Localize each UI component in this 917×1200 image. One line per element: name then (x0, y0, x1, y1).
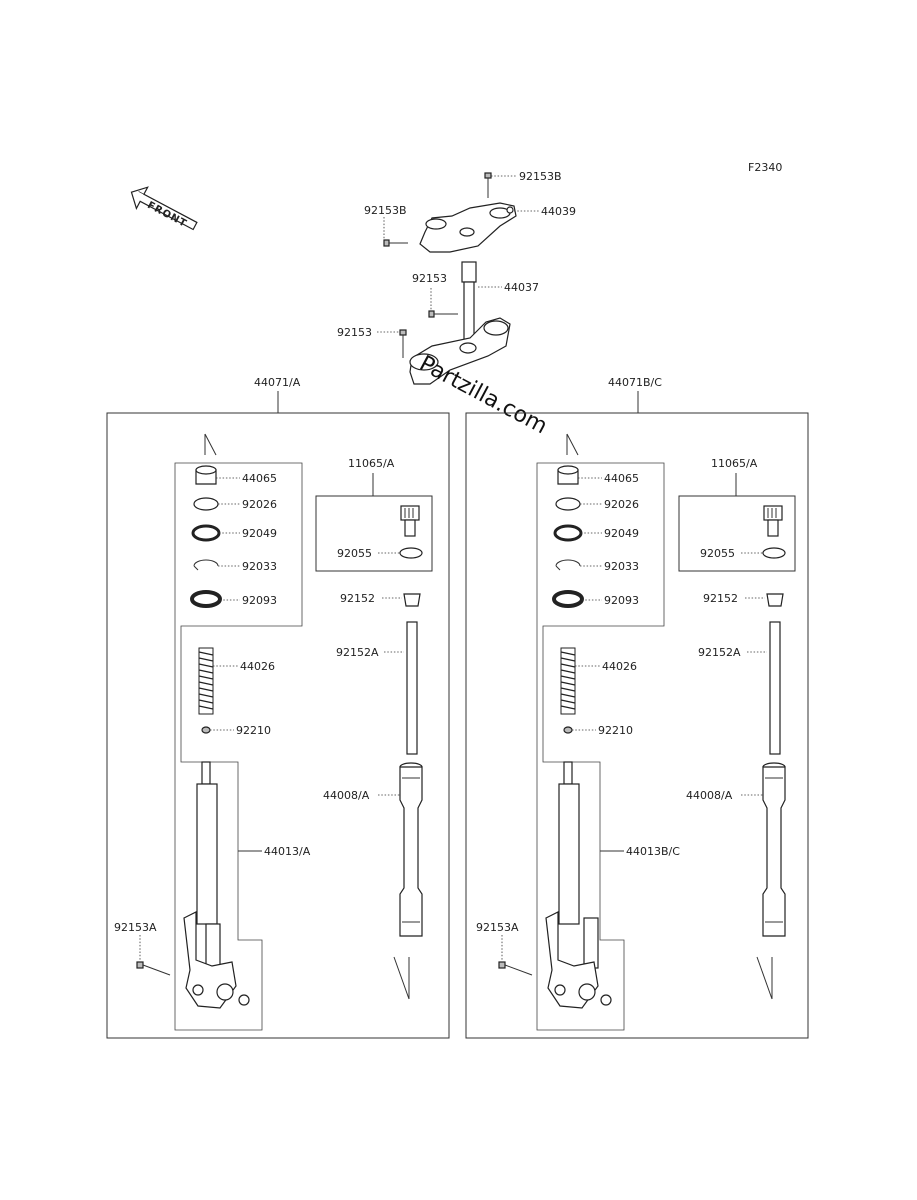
left-fork-cap (400, 505, 420, 537)
right-label-92033: 92033 (604, 560, 639, 573)
right-assembly-label: 44071B/C (608, 376, 662, 389)
label-44039: 44039 (541, 205, 576, 218)
label-92153B-top: 92153B (519, 170, 562, 183)
right-label-92152A: 92152A (698, 646, 741, 659)
right-outer-tube (762, 762, 786, 937)
right-label-92049: 92049 (604, 527, 639, 540)
label-92153-b: 92153 (337, 326, 372, 339)
left-outer-tube (399, 762, 423, 937)
right-label-92026: 92026 (604, 498, 639, 511)
steering-stem (409, 261, 511, 385)
right-inner-tube (545, 761, 612, 1009)
left-label-92210: 92210 (236, 724, 271, 737)
left-label-92049: 92049 (242, 527, 277, 540)
right-label-92152: 92152 (703, 592, 738, 605)
left-assembly-frame (106, 412, 450, 1039)
front-arrow-icon (130, 186, 198, 231)
left-spring (198, 647, 214, 715)
left-label-tube: 44013/A (264, 845, 311, 858)
left-label-cap-group: 11065/A (348, 457, 395, 470)
left-bolt-92153A (136, 961, 171, 976)
left-label-92152: 92152 (340, 592, 375, 605)
right-label-tube: 44013B/C (626, 845, 680, 858)
bolt-92153-b (399, 329, 407, 358)
bolt-92153B-top (484, 172, 492, 198)
right-assembly: 44071B/C 44065 92026 92049 92033 92093 4… (465, 376, 809, 1039)
right-label-outer: 44008/A (686, 789, 733, 802)
left-label-44065: 44065 (242, 472, 277, 485)
right-label-44065: 44065 (604, 472, 639, 485)
right-spring (560, 647, 576, 715)
right-label-92210: 92210 (598, 724, 633, 737)
left-label-92055: 92055 (337, 547, 372, 560)
left-inner-tube (183, 761, 250, 1009)
left-label-outer: 44008/A (323, 789, 370, 802)
bolt-92153B-left (383, 239, 408, 247)
right-label-92093: 92093 (604, 594, 639, 607)
left-label-92026: 92026 (242, 498, 277, 511)
right-label-92055: 92055 (700, 547, 735, 560)
left-label-92093: 92093 (242, 594, 277, 607)
left-assembly-label: 44071/A (254, 376, 301, 389)
bolt-92153-a (428, 310, 458, 318)
right-fork-cap (763, 505, 783, 537)
right-bolt-92153A (498, 961, 533, 976)
left-label-92152A: 92152A (336, 646, 379, 659)
left-assembly: 44071/A 44065 92026 92049 92033 92093 (106, 376, 450, 1039)
label-44037: 44037 (504, 281, 539, 294)
right-label-44026: 44026 (602, 660, 637, 673)
right-label-92153A: 92153A (476, 921, 519, 934)
figure-code: F2340 (748, 161, 782, 174)
right-assembly-frame (465, 412, 809, 1039)
left-label-92153A: 92153A (114, 921, 157, 934)
label-92153B-left: 92153B (364, 204, 407, 217)
watermark: Partzilla.com (415, 351, 551, 439)
left-label-92033: 92033 (242, 560, 277, 573)
upper-triple-clamp (419, 202, 517, 253)
right-label-cap-group: 11065/A (711, 457, 758, 470)
left-label-44026: 44026 (240, 660, 275, 673)
label-92153-a: 92153 (412, 272, 447, 285)
